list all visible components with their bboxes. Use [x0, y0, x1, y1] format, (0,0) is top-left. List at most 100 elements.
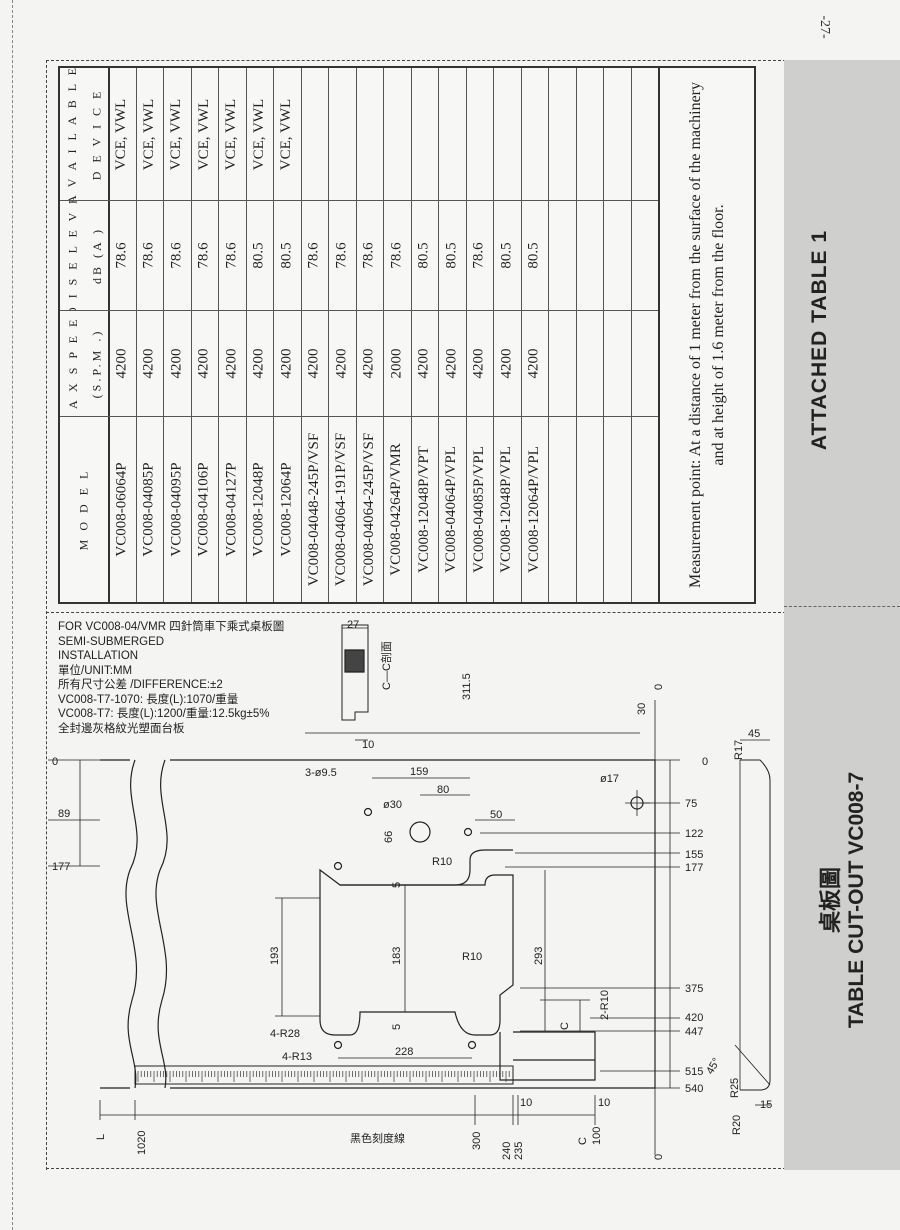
header-noise-unit: dB (A )	[89, 226, 104, 284]
table-cell-noise: 78.6	[388, 241, 405, 269]
table-cell-speed: 4200	[195, 348, 212, 378]
hole-17	[630, 796, 644, 810]
scale-label: 黑色刻度線	[350, 1131, 405, 1145]
dim-label: R10	[462, 951, 482, 963]
dim-label: 193	[269, 947, 281, 965]
table-cell-model: VC008-04106P	[195, 461, 212, 557]
cutout-title: 桌板圖 TABLE CUT-OUT VC008-7	[796, 700, 886, 1100]
table-cell-model: VC008-04064-245P/VSF	[360, 432, 377, 586]
dim-label: 0	[653, 1154, 665, 1160]
table-cell-speed	[548, 310, 576, 416]
spec-line: SEMI-SUBMERGED	[58, 635, 165, 648]
table-cell-noise: 78.6	[470, 241, 487, 269]
dim-label: C	[559, 1022, 571, 1030]
table-cell-model: VC008-04064P/VPL	[443, 445, 460, 573]
dim-label: 30	[636, 703, 648, 715]
table-cell-model: VC008-04064-191P/VSF	[333, 432, 350, 586]
table-cell-device	[493, 68, 521, 200]
table-cell-speed: 4200	[360, 348, 377, 378]
table-cell-noise: 80.5	[525, 241, 542, 269]
dim-label: 15	[760, 1099, 772, 1111]
table-cell-speed: 4200	[250, 348, 267, 378]
row-divider	[218, 68, 219, 602]
column-divider	[60, 310, 658, 311]
dim-label: 177	[685, 862, 703, 874]
section-label: C—C剖面	[379, 641, 393, 690]
table-cell-noise	[548, 200, 576, 310]
row-divider	[135, 68, 137, 602]
table-cell-speed: 4200	[443, 348, 460, 378]
table-cell-model	[548, 416, 576, 602]
table-cell-speed: 4200	[113, 348, 130, 378]
dim-label: 293	[533, 947, 545, 965]
dim-label: 50	[490, 809, 502, 821]
table-cell-speed: 4200	[140, 348, 157, 378]
table-cell-model	[631, 416, 659, 602]
dim-label: 420	[685, 1012, 703, 1024]
spec-line: VC008-T7: 長度(L):1200/重量:12.5kg±5%	[58, 708, 270, 720]
table-cell-speed: 4200	[498, 348, 515, 378]
dim-label: 45	[748, 728, 760, 740]
row-divider	[438, 68, 439, 602]
table-cell-noise: 80.5	[278, 241, 295, 269]
column-divider	[60, 416, 658, 417]
table-cell-model: VC008-12064P/VPL	[525, 445, 542, 573]
table-cell-model	[576, 416, 604, 602]
dim-label: 447	[685, 1026, 703, 1038]
page-number: -27-	[817, 15, 832, 39]
dim-label: 0	[702, 756, 708, 768]
dim-label: 177	[52, 861, 70, 873]
table-cell-device	[356, 68, 384, 200]
table-cell-noise: 78.6	[168, 241, 185, 269]
row-divider	[603, 68, 604, 602]
table-cell-model: VC008-12064P	[278, 461, 295, 557]
row-divider	[383, 68, 384, 602]
dim-label: 0	[653, 684, 665, 690]
table-cell-noise	[631, 200, 659, 310]
hole-30	[409, 821, 431, 843]
dim-label: 89	[58, 808, 70, 820]
table-cell-device: VCE, VWL	[195, 98, 212, 170]
table-cell-noise: 78.6	[223, 241, 240, 269]
cutout-opening	[319, 868, 514, 1036]
table-cell-device	[603, 68, 631, 200]
title-band	[784, 60, 900, 1170]
dim-label: 240	[501, 1142, 513, 1160]
table-cell-device: VCE, VWL	[223, 98, 240, 170]
table-cell-speed: 4200	[525, 348, 542, 378]
table-cell-device	[328, 68, 356, 200]
row-divider	[328, 68, 329, 602]
board-outline	[170, 759, 656, 1089]
outer-cut-line	[12, 0, 13, 1230]
table-cell-speed	[576, 310, 604, 416]
dim-label: 80	[437, 784, 449, 796]
table-cell-device: VCE, VWL	[113, 98, 130, 170]
dim-label: 540	[685, 1083, 703, 1095]
table-cell-device	[521, 68, 549, 200]
row-divider	[630, 68, 632, 602]
noise-table: A V A I L A B L E D E V I C E N O I S E …	[58, 66, 756, 604]
header-line	[108, 68, 110, 602]
bottom-dash-line	[46, 1168, 786, 1169]
table-cell-noise: 80.5	[498, 241, 515, 269]
dim-label: 300	[471, 1132, 483, 1150]
table-cell-device	[411, 68, 439, 200]
header-noise: N O I S E L E V E L	[65, 200, 80, 310]
dim-label: 375	[685, 983, 703, 995]
dim-label: 4-R28	[270, 1028, 300, 1040]
spec-line: 全封邊灰格紋光塑面台板	[58, 722, 185, 735]
row-divider	[493, 68, 494, 602]
header-model: M O D E L	[76, 468, 91, 550]
dim-label: 100	[591, 1127, 603, 1145]
table-cell-device: VCE, VWL	[168, 98, 185, 170]
row-divider	[190, 68, 192, 602]
dim-label: ø17	[600, 773, 619, 785]
column-divider	[60, 200, 658, 201]
table-cell-noise: 78.6	[113, 241, 130, 269]
dim-label: R10	[432, 856, 452, 868]
table-cell-model: VC008-04095P	[168, 461, 185, 557]
cutout-title-zh: 桌板圖	[819, 867, 844, 934]
dim-label: 27	[347, 619, 359, 631]
row-divider	[548, 68, 549, 602]
dim-label: L	[95, 1134, 107, 1140]
